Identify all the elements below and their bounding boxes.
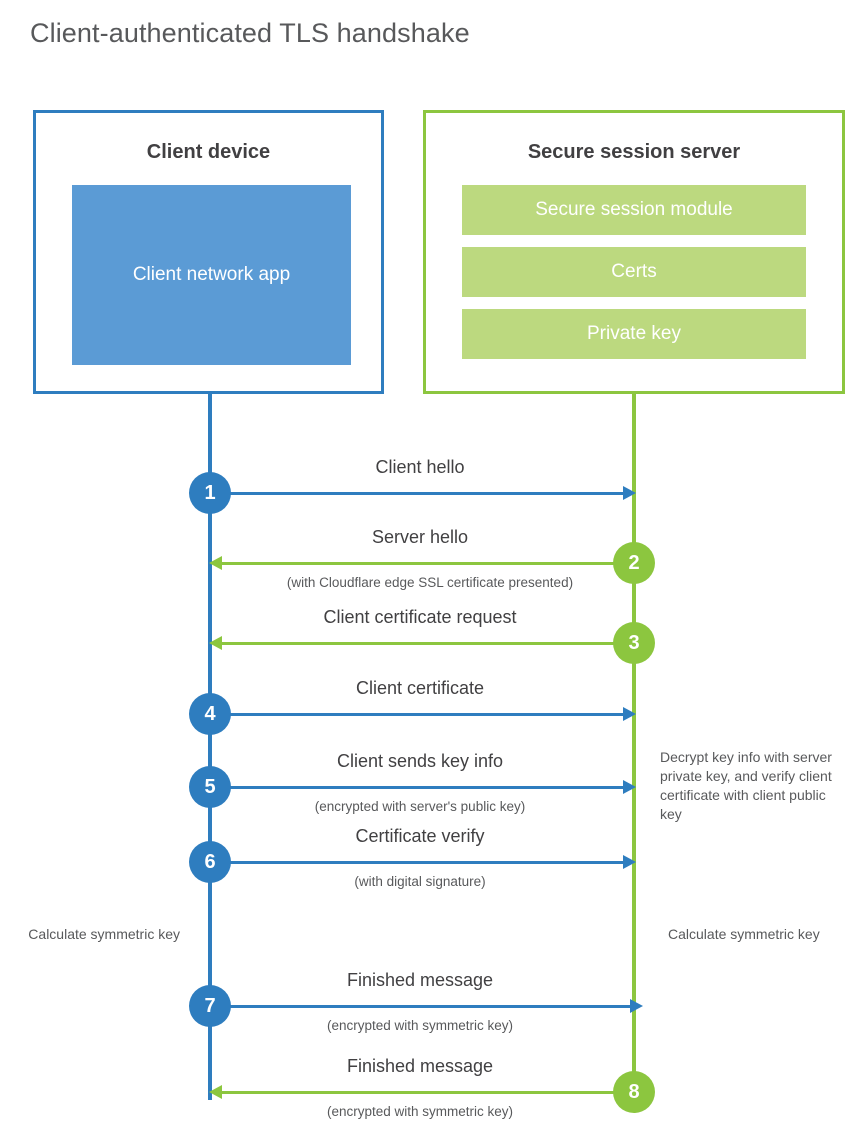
server-lifeline [632, 393, 636, 1093]
message-arrow-shaft-3 [222, 642, 634, 645]
message-label-7: Finished message [346, 970, 494, 990]
message-arrow-shaft-5 [210, 786, 625, 789]
message-label-5: Client sends key info [336, 751, 504, 771]
arrow-head-right-icon [623, 486, 636, 500]
server-components-list: Secure session module Certs Private key [462, 185, 806, 371]
message-sublabel-2: (with Cloudflare edge SSL certificate pr… [286, 575, 574, 590]
step-circle-4: 4 [189, 693, 231, 735]
arrow-head-right-icon [623, 707, 636, 721]
step-circle-5: 5 [189, 766, 231, 808]
arrow-head-left-icon [209, 636, 222, 650]
step-circle-1: 1 [189, 472, 231, 514]
client-lifeline [208, 393, 212, 1100]
message-arrow-shaft-1 [210, 492, 625, 495]
step-circle-3: 3 [613, 622, 655, 664]
arrow-head-right-icon [623, 855, 636, 869]
message-arrow-shaft-2 [222, 562, 634, 565]
arrow-head-left-icon [209, 556, 222, 570]
message-sublabel-8: (encrypted with symmetric key) [326, 1104, 514, 1119]
arrow-head-right-icon [623, 780, 636, 794]
secure-session-server-box: Secure session server Secure session mod… [423, 110, 845, 394]
client-device-box: Client device Client network app [33, 110, 384, 394]
page-title: Client-authenticated TLS handshake [30, 18, 470, 48]
message-sublabel-7: (encrypted with symmetric key) [326, 1018, 514, 1033]
message-label-1: Client hello [375, 457, 465, 477]
message-label-4: Client certificate [355, 678, 485, 698]
client-calculate-symmetric-key-annotation: Calculate symmetric key [28, 926, 180, 942]
step-circle-2: 2 [613, 542, 655, 584]
server-component-certs: Certs [462, 247, 806, 297]
server-component-private-key: Private key [462, 309, 806, 359]
arrow-head-left-icon [209, 1085, 222, 1099]
message-arrow-shaft-7 [210, 1005, 632, 1008]
step-circle-7: 7 [189, 985, 231, 1027]
client-network-app-block: Client network app [72, 185, 351, 365]
server-decrypt-annotation: Decrypt key info with server private key… [660, 749, 832, 822]
message-sublabel-5: (encrypted with server's public key) [314, 799, 526, 814]
client-device-title: Client device [146, 141, 271, 163]
message-label-2: Server hello [371, 527, 469, 547]
step-circle-6: 6 [189, 841, 231, 883]
message-arrow-shaft-6 [210, 861, 625, 864]
message-label-6: Certificate verify [355, 826, 485, 846]
message-sublabel-6: (with digital signature) [354, 874, 486, 889]
server-calculate-symmetric-key-annotation: Calculate symmetric key [668, 926, 820, 942]
message-arrow-shaft-4 [210, 713, 625, 716]
message-arrow-shaft-8 [222, 1091, 634, 1094]
step-circle-8: 8 [613, 1071, 655, 1113]
message-label-3: Client certificate request [323, 607, 517, 627]
secure-session-server-title: Secure session server [527, 141, 741, 163]
message-label-8: Finished message [346, 1056, 494, 1076]
arrow-head-right-icon [630, 999, 643, 1013]
server-component-secure-session-module: Secure session module [462, 185, 806, 235]
